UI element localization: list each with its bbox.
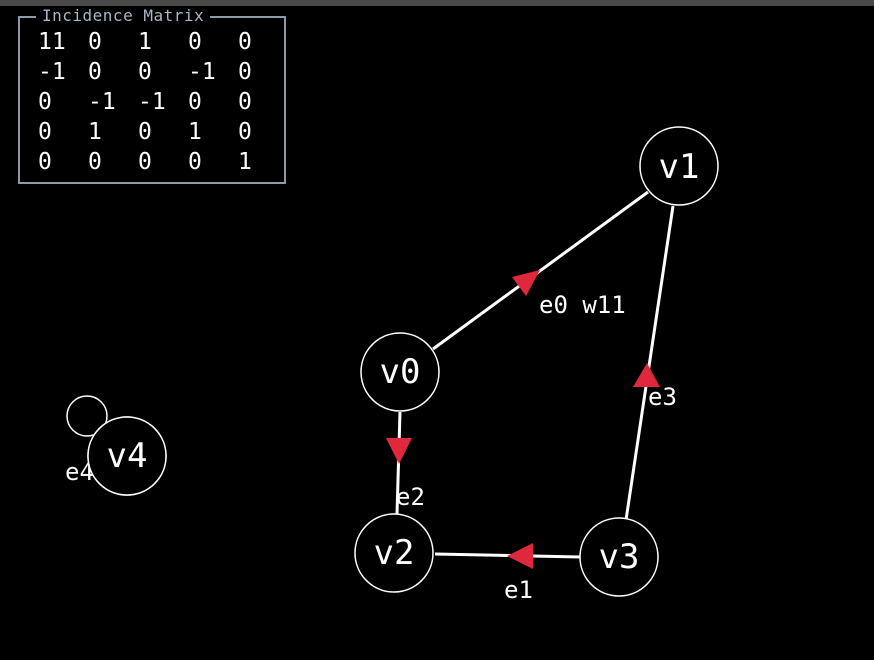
self-loop-e4[interactable] bbox=[66, 395, 108, 437]
edge-e0[interactable] bbox=[432, 190, 649, 351]
matrix-cell: -1 bbox=[138, 89, 166, 115]
window-top-bar bbox=[0, 0, 874, 6]
matrix-cell: 0 bbox=[138, 119, 152, 145]
matrix-cell: -1 bbox=[88, 89, 116, 115]
matrix-cell: 0 bbox=[138, 149, 152, 175]
vertex-v2[interactable] bbox=[354, 513, 434, 593]
matrix-cell: 11 bbox=[38, 29, 66, 55]
vertex-label-v3: v3 bbox=[599, 537, 640, 577]
matrix-cell: 0 bbox=[38, 89, 52, 115]
matrix-cell: 0 bbox=[238, 59, 252, 85]
matrix-cell: 0 bbox=[188, 149, 202, 175]
incidence-matrix-title: Incidence Matrix bbox=[36, 7, 211, 25]
matrix-cell: 1 bbox=[188, 119, 202, 145]
vertex-label-v4: v4 bbox=[107, 436, 148, 476]
incidence-matrix-panel: Incidence Matrix 11 0 1 0 0 -1 0 0 -1 0 … bbox=[18, 7, 286, 184]
matrix-cell: 0 bbox=[38, 119, 52, 145]
edge-label-e0: e0 w11 bbox=[539, 291, 626, 319]
matrix-cell: 0 bbox=[88, 59, 102, 85]
matrix-cell: 0 bbox=[238, 89, 252, 115]
vertex-v4-overlay bbox=[87, 416, 167, 496]
edge-e1[interactable] bbox=[434, 552, 581, 559]
matrix-cell: 0 bbox=[238, 119, 252, 145]
vertex-label-v1: v1 bbox=[659, 147, 700, 187]
matrix-cell: 0 bbox=[38, 149, 52, 175]
matrix-cell: 0 bbox=[238, 29, 252, 55]
vertex-label-v0: v0 bbox=[380, 352, 421, 392]
vertex-label-v2: v2 bbox=[374, 533, 415, 573]
matrix-cell: 1 bbox=[88, 119, 102, 145]
edge-e0-arrow bbox=[512, 270, 540, 296]
matrix-cell: 1 bbox=[138, 29, 152, 55]
vertex-v0[interactable] bbox=[360, 332, 440, 412]
matrix-cell: 1 bbox=[238, 149, 252, 175]
matrix-cell: 0 bbox=[188, 29, 202, 55]
edge-e3-arrow bbox=[633, 363, 660, 387]
matrix-cell: -1 bbox=[188, 59, 216, 85]
matrix-cell: 0 bbox=[138, 59, 152, 85]
vertex-v1[interactable] bbox=[639, 126, 719, 206]
matrix-cell: 0 bbox=[188, 89, 202, 115]
matrix-cell: 0 bbox=[88, 29, 102, 55]
edge-e3[interactable] bbox=[624, 205, 675, 521]
vertex-v3[interactable] bbox=[579, 517, 659, 597]
matrix-cell: -1 bbox=[38, 59, 66, 85]
edge-label-e3: e3 bbox=[648, 383, 677, 411]
edge-label-e2: e2 bbox=[396, 483, 425, 511]
matrix-cell: 0 bbox=[88, 149, 102, 175]
edge-e1-arrow bbox=[507, 543, 533, 569]
edge-e2-arrow bbox=[386, 438, 412, 464]
edge-label-e1: e1 bbox=[504, 576, 533, 604]
